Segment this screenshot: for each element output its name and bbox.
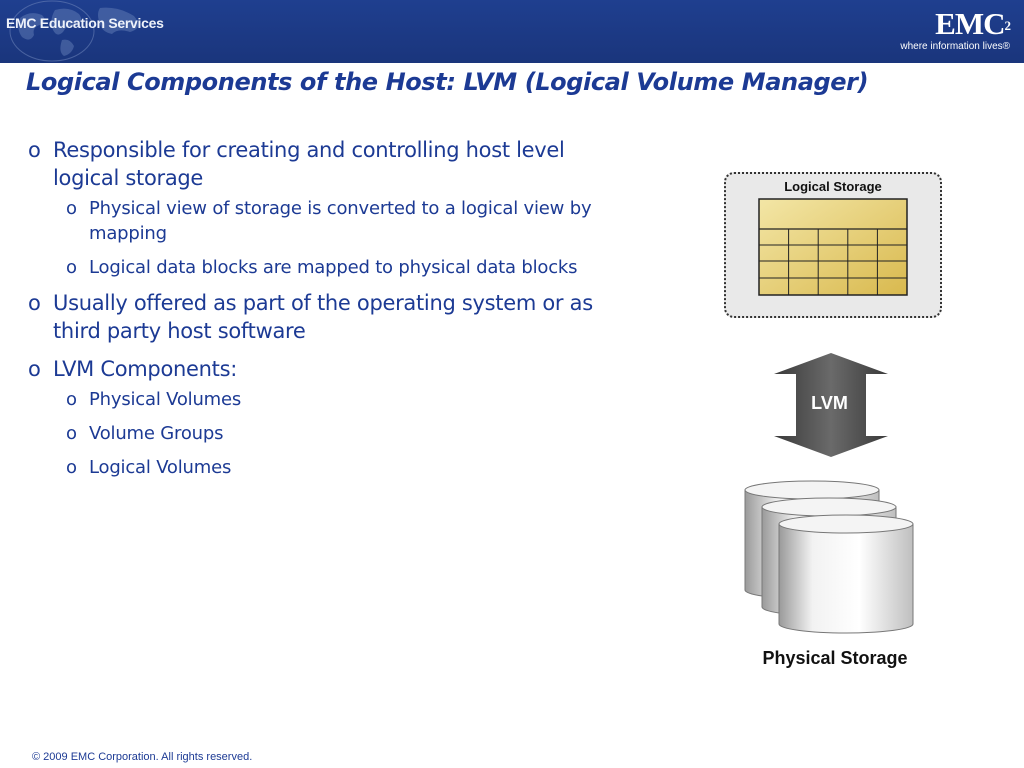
physical-storage-disks-icon: [744, 480, 914, 634]
lvm-diagram: Logical Storage: [700, 160, 990, 680]
sub-bullet-item: Logical data blocks are mapped to physic…: [28, 255, 628, 280]
bullet-item: LVM Components:: [28, 355, 628, 383]
lvm-label: LVM: [811, 393, 848, 413]
header-bar: EMC Education Services EMC2 where inform…: [0, 0, 1024, 63]
sub-bullet-item: Physical Volumes: [28, 387, 628, 412]
page-title: Logical Components of the Host: LVM (Log…: [26, 68, 869, 96]
logical-storage-box: Logical Storage: [724, 172, 942, 318]
bullet-item: Responsible for creating and controlling…: [28, 136, 628, 192]
bullet-list: Responsible for creating and controlling…: [28, 136, 628, 489]
bullet-item: Usually offered as part of the operating…: [28, 289, 628, 345]
copyright-footer: © 2009 EMC Corporation. All rights reser…: [32, 751, 253, 763]
double-arrow-icon: [774, 353, 888, 457]
emc-brand: EMC: [935, 6, 1005, 41]
logical-storage-grid: [758, 198, 908, 296]
sub-bullet-item: Volume Groups: [28, 421, 628, 446]
globe-icon: [9, 0, 139, 62]
emc-tagline: where information lives: [900, 41, 1003, 52]
logical-storage-label: Logical Storage: [784, 179, 882, 194]
edu-services-logo: EMC Education Services: [6, 15, 164, 31]
emc-logo: EMC2 where information lives®: [900, 6, 1011, 53]
sub-bullet-item: Physical view of storage is converted to…: [28, 196, 628, 246]
sub-bullet-item: Logical Volumes: [28, 455, 628, 480]
registered-mark: ®: [1002, 41, 1010, 52]
physical-storage-label: Physical Storage: [762, 648, 908, 668]
emc-superscript: 2: [1004, 18, 1011, 33]
